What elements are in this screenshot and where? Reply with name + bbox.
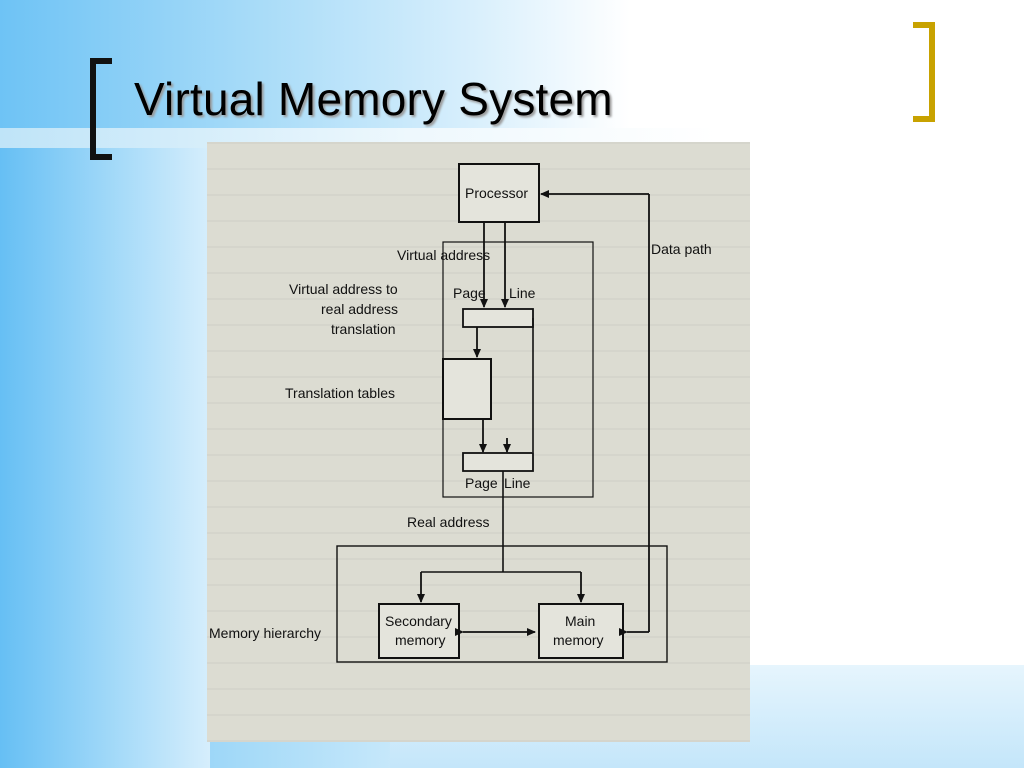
secondary-memory-label-line2: memory: [395, 632, 446, 648]
line-label-bottom: Line: [504, 475, 531, 491]
secondary-memory-box: [378, 603, 460, 659]
real-address-register: [462, 452, 534, 472]
secondary-memory-label-line1: Secondary: [385, 613, 452, 629]
left-bracket-decoration: [90, 58, 112, 160]
address-translation-frame: [442, 241, 594, 498]
page-label-top: Page: [453, 285, 486, 301]
page-label-bottom: Page: [465, 475, 498, 491]
background-gradient-lower: [0, 140, 210, 768]
slide-title: Virtual Memory System: [134, 73, 613, 125]
right-bracket-decoration: [913, 22, 935, 122]
main-memory-label-line1: Main: [565, 613, 595, 629]
translation-tables-label: Translation tables: [285, 385, 395, 401]
real-address-label: Real address: [407, 514, 490, 530]
main-memory-box: [538, 603, 624, 659]
translation-label-line3: translation: [331, 321, 396, 337]
translation-label-line2: real address: [321, 301, 398, 317]
line-label-top: Line: [509, 285, 536, 301]
translation-label-line1: Virtual address to: [289, 281, 398, 297]
memory-hierarchy-label: Memory hierarchy: [209, 625, 321, 641]
processor-label: Processor: [465, 185, 528, 201]
virtual-memory-diagram: Processor Virtual address Page Line Virt…: [207, 142, 750, 742]
virtual-address-register: [462, 308, 534, 328]
processor-box: [458, 163, 540, 223]
translation-tables-box: [442, 358, 492, 420]
memory-hierarchy-frame: [336, 545, 668, 663]
main-memory-label-line2: memory: [553, 632, 604, 648]
data-path-label: Data path: [651, 241, 712, 257]
